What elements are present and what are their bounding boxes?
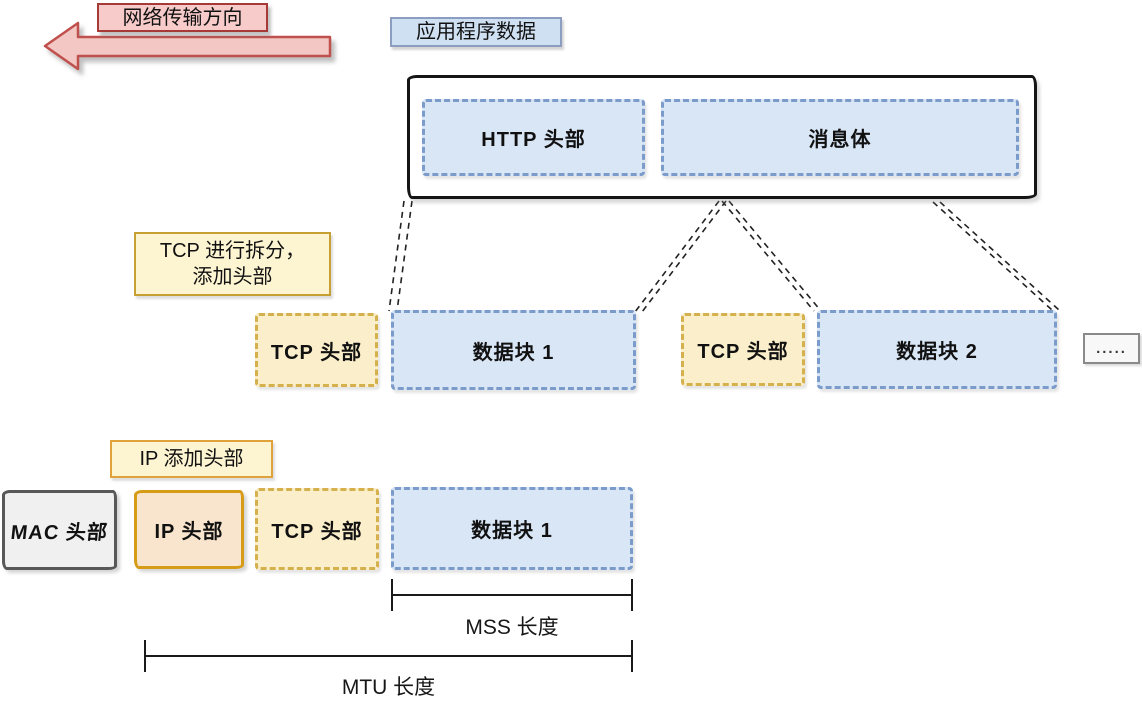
transmission-direction-label: 网络传输方向 [97, 3, 268, 32]
connector-dotted-lines [388, 200, 1060, 313]
tcp-header-box-3: TCP 头部 [255, 488, 379, 570]
http-header-box: HTTP 头部 [422, 99, 645, 176]
left-arrow-icon [43, 21, 332, 71]
mtu-measure-line [144, 640, 633, 672]
mss-measure-line [391, 579, 633, 611]
mac-header-label: MAC 头部 [9, 521, 109, 544]
mtu-length-label: MTU 长度 [341, 676, 436, 699]
tcp-header-box-1: TCP 头部 [255, 313, 378, 387]
application-data-label: 应用程序数据 [390, 17, 562, 47]
tcp-header-box-2: TCP 头部 [681, 313, 805, 386]
ip-add-header-note: IP 添加头部 [110, 440, 273, 478]
more-segments-ellipsis-box: ..... [1083, 333, 1140, 364]
tcp-split-note: TCP 进行拆分， 添加头部 [134, 232, 331, 296]
ip-header-box: IP 头部 [134, 490, 244, 569]
message-body-box: 消息体 [661, 99, 1019, 176]
data-block-1-box: 数据块 1 [391, 310, 636, 390]
mss-length-label: MSS 长度 [465, 616, 559, 639]
tcp-split-note-line2: 添加头部 [192, 266, 273, 288]
tcp-split-note-line1: TCP 进行拆分， [159, 240, 306, 262]
data-block-2-box: 数据块 2 [817, 310, 1057, 389]
mac-header-box: MAC 头部 [2, 490, 117, 570]
data-block-1-bottom-box: 数据块 1 [391, 487, 633, 570]
